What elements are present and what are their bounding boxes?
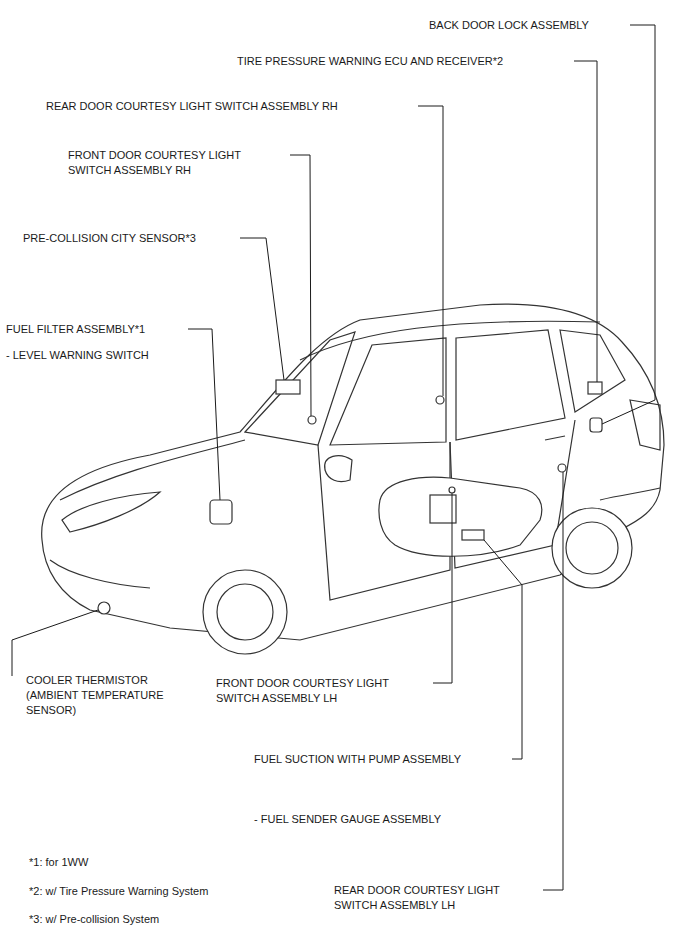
part-label: FUEL SUCTION WITH PUMP ASSEMBLY bbox=[253, 752, 462, 767]
pre-collision-sensor bbox=[276, 380, 300, 394]
windshield bbox=[245, 332, 355, 445]
front-rim bbox=[217, 584, 273, 640]
door-handle bbox=[545, 436, 565, 440]
sub-part-label: - LEVEL WARNING SWITCH bbox=[5, 348, 150, 363]
leader-line bbox=[433, 493, 452, 683]
headlight bbox=[62, 492, 160, 532]
rear-quarter-window bbox=[560, 330, 625, 412]
rear-rim bbox=[566, 522, 618, 574]
part-label: COOLER THERMISTOR (AMBIENT TEMPERATURE S… bbox=[25, 673, 187, 718]
sub-part-label: - FUEL SENDER GAUGE ASSEMBLY bbox=[253, 812, 442, 827]
footnote: *2: w/ Tire Pressure Warning System bbox=[28, 884, 209, 899]
part-label: TIRE PRESSURE WARNING ECU AND RECEIVER*2 bbox=[236, 54, 504, 69]
fuel-sender bbox=[462, 530, 484, 540]
leader-line bbox=[12, 610, 98, 676]
leader-line bbox=[188, 329, 220, 500]
footnote: *1: for 1WW bbox=[28, 855, 89, 870]
back-door-lock bbox=[590, 418, 602, 432]
part-label: FRONT DOOR COURTESY LIGHT SWITCH ASSEMBL… bbox=[215, 676, 422, 706]
front-window bbox=[330, 338, 446, 445]
side-mirror bbox=[325, 456, 352, 482]
fuel-tank bbox=[379, 477, 542, 556]
rear-window bbox=[456, 330, 565, 440]
grille bbox=[50, 560, 150, 588]
part-label: FUEL FILTER ASSEMBLY*1 bbox=[5, 322, 146, 337]
front-wheel bbox=[203, 570, 287, 654]
rear-bumper bbox=[600, 488, 660, 500]
cooler-thermistor bbox=[98, 602, 110, 614]
part-label: PRE-COLLISION CITY SENSOR*3 bbox=[22, 231, 197, 246]
leader-line bbox=[602, 25, 655, 424]
roof-line bbox=[300, 321, 600, 360]
rear-light bbox=[630, 400, 660, 450]
fuel-filter bbox=[210, 500, 232, 524]
part-label: FRONT DOOR COURTESY LIGHT SWITCH ASSEMBL… bbox=[67, 148, 274, 178]
tire-pressure-ecu bbox=[588, 382, 602, 394]
leader-line bbox=[290, 155, 311, 416]
part-label: REAR DOOR COURTESY LIGHT SWITCH ASSEMBLY… bbox=[333, 883, 540, 913]
part-label: REAR DOOR COURTESY LIGHT SWITCH ASSEMBLY… bbox=[45, 99, 339, 114]
rear-wheel bbox=[552, 508, 632, 588]
front-door-switch-lh bbox=[449, 487, 455, 493]
leader-line bbox=[418, 106, 443, 396]
rear-door-switch-lh bbox=[558, 464, 566, 472]
rear-door-switch-rh bbox=[436, 396, 444, 404]
footnote: *3: w/ Pre-collision System bbox=[28, 912, 160, 927]
part-label: BACK DOOR LOCK ASSEMBLY bbox=[428, 18, 590, 33]
leader-line bbox=[543, 472, 563, 890]
leader-line bbox=[574, 61, 597, 382]
leader-line bbox=[484, 540, 522, 759]
front-door-switch-rh bbox=[308, 416, 316, 424]
leader-line bbox=[240, 238, 284, 380]
